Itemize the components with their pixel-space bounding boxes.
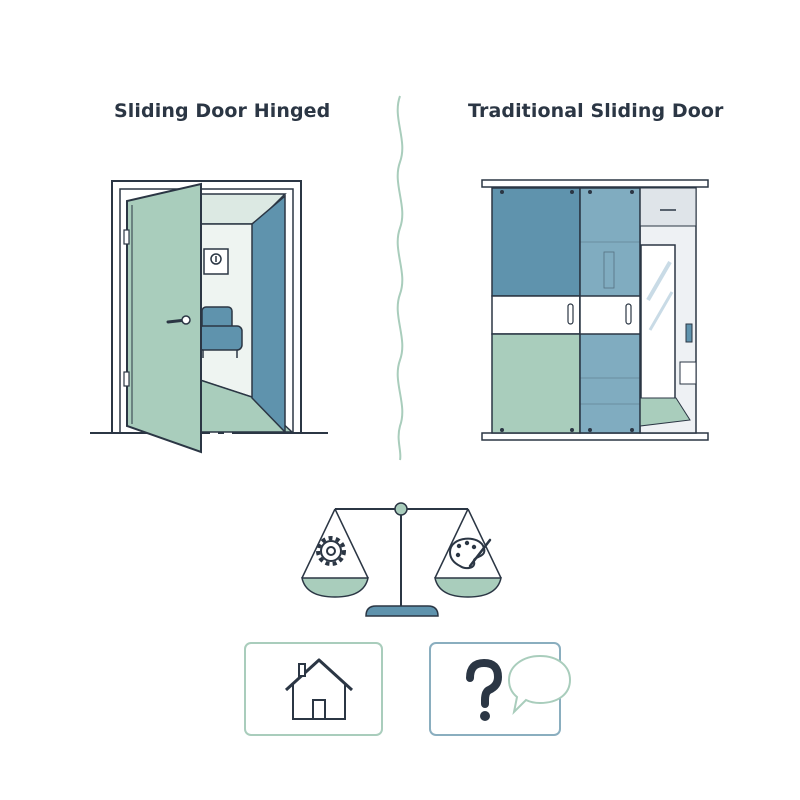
open-door-leaf	[126, 182, 202, 454]
left-door-panel-bottom	[491, 333, 581, 434]
question-card	[429, 642, 572, 736]
hinge-top	[123, 229, 130, 245]
home-card	[244, 642, 383, 736]
hinged-door-title: Sliding Door Hinged	[114, 100, 331, 122]
bottom-track	[481, 432, 709, 441]
left-door-panel-rail	[491, 295, 581, 335]
door-handle-icon	[166, 315, 191, 325]
mirror	[640, 244, 676, 406]
door-frame	[111, 180, 302, 432]
sliding-door-illustration	[481, 179, 709, 441]
door-jamb	[251, 194, 286, 434]
armchair-icon	[197, 306, 243, 358]
balance-scale-icon	[301, 502, 502, 617]
left-door-panel-top	[491, 187, 581, 297]
gear-icon	[316, 536, 346, 566]
wavy-divider	[396, 95, 404, 461]
wall-picture	[203, 248, 229, 275]
left-panel-pull	[567, 303, 574, 325]
top-track	[481, 179, 709, 188]
palette-icon	[448, 537, 492, 570]
question-bubble-icon	[466, 654, 572, 721]
right-panel-pull	[625, 303, 632, 325]
sliding-door-title: Traditional Sliding Door	[468, 100, 724, 122]
hinge-bottom	[123, 371, 130, 387]
hinged-door-illustration	[90, 180, 328, 454]
house-icon	[284, 658, 354, 720]
scale-base	[365, 605, 439, 617]
